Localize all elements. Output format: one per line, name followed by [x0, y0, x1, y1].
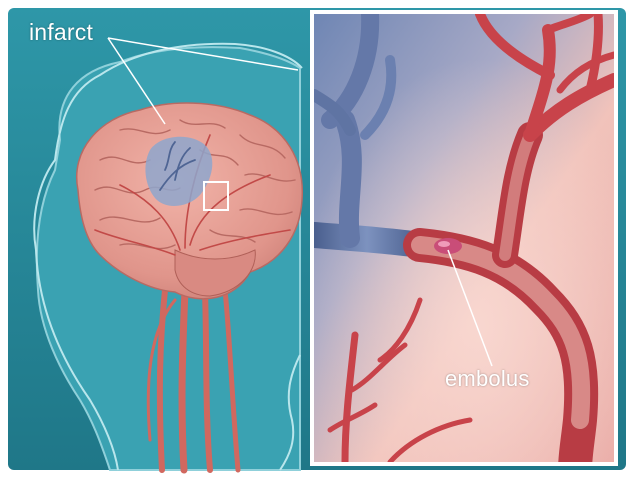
infarct-label: infarct [29, 19, 93, 46]
inset-panel [312, 12, 616, 470]
embolus-highlight [438, 241, 450, 247]
embolus-label: embolus [445, 366, 530, 392]
